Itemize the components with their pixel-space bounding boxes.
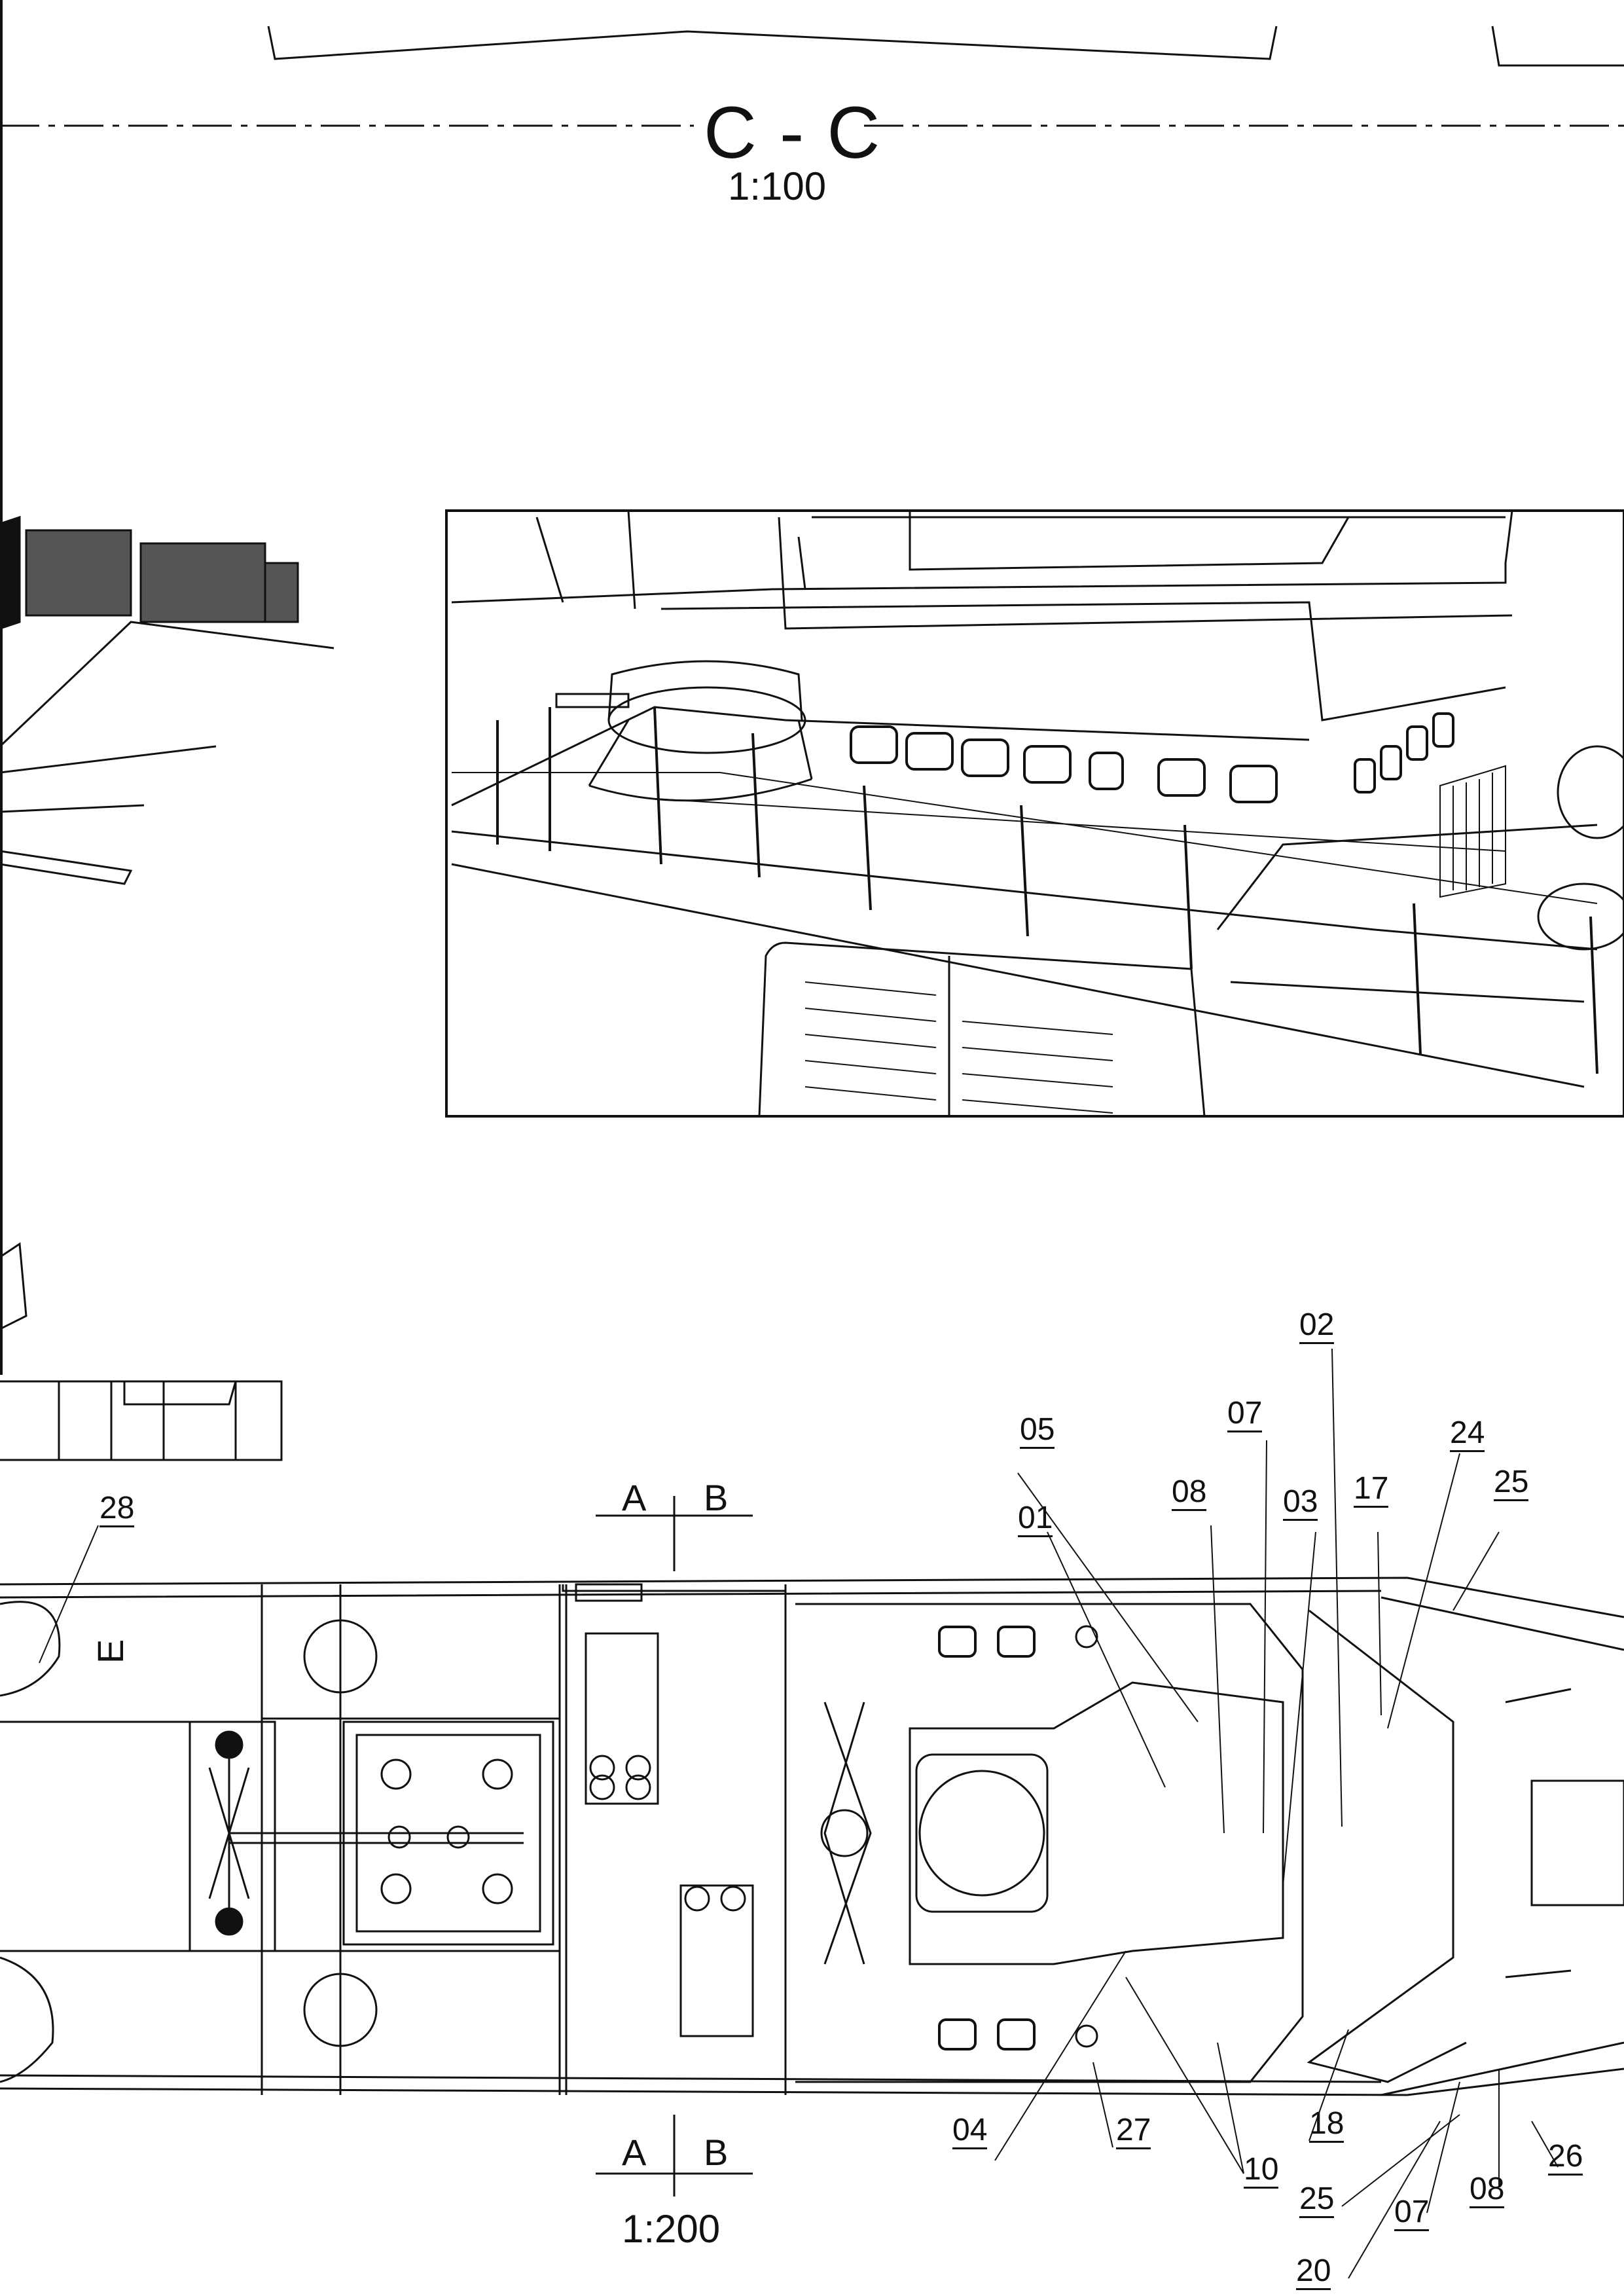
section-scale: 1:100 <box>728 164 827 208</box>
section-title: C - C <box>704 92 882 173</box>
boat-port <box>0 1601 61 1697</box>
section-detail-view <box>445 509 1624 1118</box>
callout-24: 24 <box>1450 1417 1485 1452</box>
left-partial-sketch <box>0 515 334 1461</box>
callout-20: 20 <box>1296 2255 1331 2290</box>
bridge-block <box>915 1753 1049 1913</box>
callout-05: 05 <box>1020 1414 1055 1449</box>
window-row <box>850 712 1454 803</box>
section-mark-b-top: B <box>704 1477 729 1518</box>
boat-starboard <box>0 1956 54 2083</box>
callout-28: 28 <box>99 1493 135 1527</box>
callout-17: 17 <box>1354 1473 1389 1508</box>
callout-07-top: 07 <box>1227 1398 1263 1432</box>
callout-02: 02 <box>1299 1309 1335 1344</box>
callout-04: 04 <box>952 2115 988 2149</box>
callout-08-bottom: 08 <box>1470 2174 1505 2208</box>
section-mark-a-bottom: A <box>622 2132 647 2173</box>
callout-08-top: 08 <box>1172 1476 1207 1511</box>
callout-18: 18 <box>1309 2108 1344 2143</box>
plan-view <box>0 1576 1624 2096</box>
leader-lines <box>39 1348 1559 2279</box>
callout-10: 10 <box>1244 2154 1279 2189</box>
callout-07-bottom: 07 <box>1394 2196 1430 2231</box>
section-mark-b-bottom: B <box>704 2132 729 2173</box>
callout-27: 27 <box>1116 2115 1151 2149</box>
callout-03: 03 <box>1283 1486 1318 1521</box>
callout-25-top: 25 <box>1494 1467 1529 1501</box>
zone-letter: E <box>90 1639 132 1664</box>
callout-01: 01 <box>1018 1503 1053 1537</box>
turret-starboard <box>303 1973 378 2047</box>
top-frame-lines <box>267 26 1278 60</box>
plan-scale: 1:200 <box>622 2207 721 2251</box>
callout-26: 26 <box>1548 2141 1583 2176</box>
callout-25-bottom: 25 <box>1299 2183 1335 2218</box>
missile-canisters <box>585 1632 754 2037</box>
turret-port <box>303 1619 378 1694</box>
section-mark-a-top: A <box>622 1477 647 1518</box>
section-marks <box>596 1496 753 2196</box>
